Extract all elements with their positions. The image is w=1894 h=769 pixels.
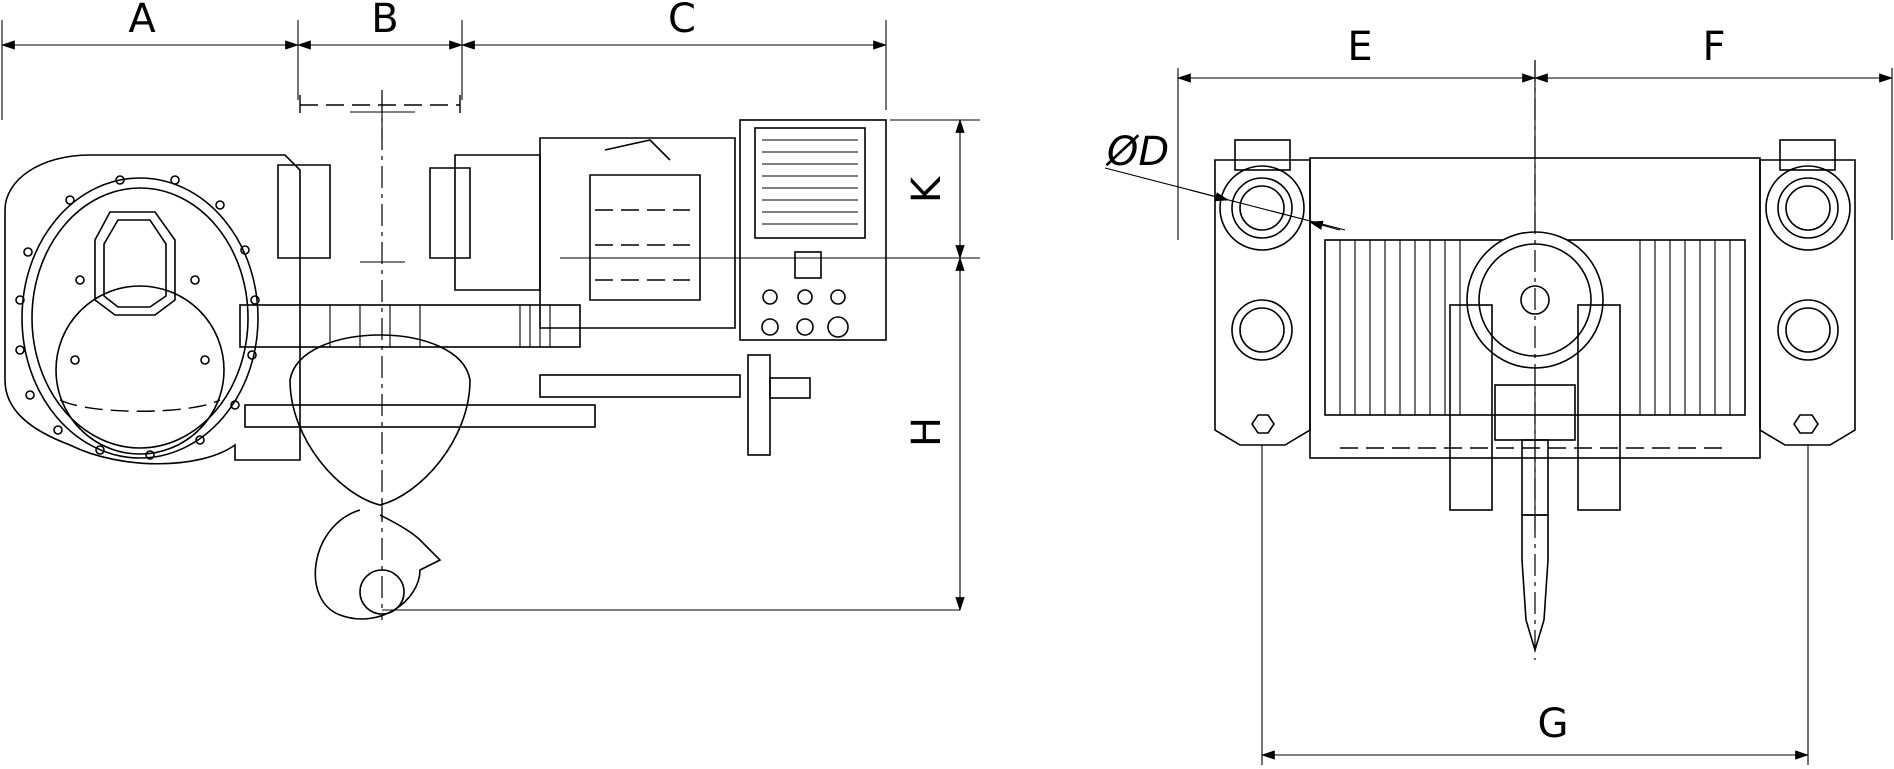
dimension-label-k: K <box>904 175 950 203</box>
dimension-label-f: F <box>1702 24 1725 70</box>
side-view: A B C <box>0 0 980 620</box>
gearbox-housing <box>4 154 301 465</box>
trolley-wheel-right <box>1759 139 1856 446</box>
rope-drum-side <box>239 304 811 456</box>
dimension-label-d: ØD <box>1105 129 1169 175</box>
dimension-label-a: A <box>128 0 156 42</box>
hoist-motor <box>277 137 736 329</box>
hook-block-front <box>1449 60 1621 660</box>
front-view: E F ØD <box>1104 24 1894 765</box>
dimension-k-h <box>560 118 980 612</box>
dimension-d <box>1104 167 1346 231</box>
trolley-wheel-outline <box>299 90 461 520</box>
dimension-label-b: B <box>371 0 398 42</box>
dimension-label-c: C <box>668 0 696 42</box>
dimension-g <box>1260 445 1810 765</box>
dimension-label-g: G <box>1538 701 1569 747</box>
hook-block-side <box>289 334 960 620</box>
control-box <box>739 119 887 341</box>
dimension-label-h: H <box>904 417 950 447</box>
dimension-a-b-c <box>0 20 888 120</box>
trolley-wheel-left <box>1214 139 1311 446</box>
dimension-label-e: E <box>1347 24 1372 70</box>
